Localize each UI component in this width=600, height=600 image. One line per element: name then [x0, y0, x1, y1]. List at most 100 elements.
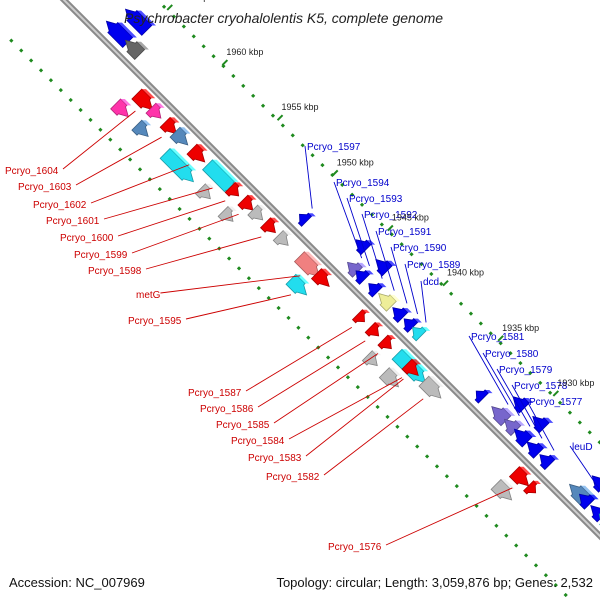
- scale-tick-mark: [221, 59, 229, 66]
- scale-dot-tracks: [9, 0, 600, 600]
- accession-text: Accession: NC_007969: [9, 575, 145, 590]
- scale-label: 1945 kbp: [392, 213, 429, 223]
- scale-label: 1960 kbp: [226, 47, 263, 57]
- reverse-gene-label: Pcryo_1590: [393, 243, 447, 254]
- forward-gene-arrow: [110, 98, 129, 118]
- reverse-label-leader: [333, 181, 363, 259]
- forward-gene-label: Pcryo_1598: [88, 266, 142, 277]
- gene-arrow-face: [550, 455, 559, 460]
- scale-tick-mark: [276, 114, 284, 121]
- forward-label-leader: [62, 110, 136, 170]
- scale-label: 1955 kbp: [282, 102, 319, 112]
- forward-label-leader: [245, 327, 353, 392]
- gene-arrow-face: [372, 350, 381, 356]
- reverse-gene-arrow: [503, 418, 522, 437]
- forward-gene-label: metG: [136, 290, 161, 301]
- reverse-gene-arrow: [578, 493, 595, 510]
- forward-gene-arrow: [351, 309, 367, 324]
- forward-label-leader: [103, 187, 213, 220]
- forward-label-leader: [90, 164, 190, 204]
- forward-gene-label: Pcryo_1599: [74, 250, 128, 261]
- gene-arrow-face: [543, 417, 554, 423]
- reverse-gene-arrow: [526, 441, 544, 459]
- gene-arrow-face: [519, 466, 532, 475]
- scale-tick-mark: [331, 169, 339, 177]
- forward-gene-arrow: [186, 143, 206, 163]
- reverse-gene-label: Pcryo_1581: [471, 332, 525, 343]
- forward-gene-label: Pcryo_1582: [266, 472, 320, 483]
- forward-gene-arrow: [272, 229, 289, 246]
- gene-arrow-face: [136, 10, 156, 26]
- gene-arrow-face: [170, 148, 197, 171]
- forward-label-leader: [185, 294, 292, 320]
- reverse-gene-label: Pcryo_1580: [485, 349, 539, 360]
- forward-label-leader: [160, 275, 301, 294]
- gene-arrow-face: [357, 262, 367, 268]
- reverse-gene-label: Pcryo_1592: [364, 210, 418, 221]
- forward-gene-arrow: [224, 181, 240, 197]
- reverse-label-leader: [511, 384, 543, 439]
- reverse-gene-label: Pcryo_1577: [529, 397, 583, 408]
- gene-arrow-face: [179, 127, 191, 134]
- reverse-gene-arrow: [297, 212, 313, 227]
- scale-tick-mark: [387, 224, 394, 232]
- gene-labels: Pcryo_1604Pcryo_1603Pcryo_1602Pcryo_1601…: [5, 142, 593, 553]
- gene-arrow-face: [525, 430, 537, 437]
- reverse-label-leader: [420, 280, 427, 323]
- gene-arrow-face: [387, 335, 396, 339]
- gene-arrow-face: [378, 283, 387, 288]
- gene-arrow-face: [321, 268, 332, 276]
- gene-arrow-face: [257, 205, 267, 210]
- gene-arrow-face: [196, 144, 208, 151]
- gene-arrow-face: [205, 183, 215, 189]
- reverse-label-leader: [482, 352, 520, 417]
- forward-label-leader: [323, 398, 424, 476]
- reverse-gene-arrow: [491, 406, 512, 427]
- gene-arrow-face: [428, 376, 444, 387]
- reverse-gene-arrow: [355, 269, 371, 285]
- forward-gene-arrow: [131, 88, 153, 111]
- gene-arrow-face: [362, 309, 370, 313]
- reverse-gene-arrow: [513, 428, 533, 448]
- label-leader-lines: [62, 110, 600, 546]
- forward-gene-arrow: [260, 217, 276, 234]
- inner-dot-track: [9, 38, 573, 600]
- gene-arrow-face: [375, 322, 384, 327]
- forward-gene-arrow: [401, 358, 419, 377]
- gene-arrow-face: [387, 260, 397, 266]
- scale-label: 1965 kbp: [171, 0, 208, 2]
- forward-gene-label: Pcryo_1587: [188, 388, 242, 399]
- reverse-label-leader: [304, 145, 313, 209]
- reverse-label-leader: [496, 368, 531, 427]
- reverse-label-leader: [526, 400, 555, 451]
- gene-features: [105, 8, 600, 526]
- forward-gene-label: Pcryo_1604: [5, 166, 59, 177]
- forward-gene-arrow: [237, 194, 254, 211]
- reverse-gene-label: Pcryo_1594: [336, 178, 390, 189]
- reverse-gene-label: Pcryo_1597: [307, 142, 361, 153]
- forward-gene-label: Pcryo_1602: [33, 200, 87, 211]
- gene-arrow-face: [589, 494, 599, 500]
- forward-gene-arrow: [293, 251, 320, 278]
- forward-label-leader: [385, 487, 513, 546]
- reverse-gene-arrow: [590, 505, 600, 523]
- gene-arrow-face: [283, 230, 292, 235]
- forward-gene-arrow: [247, 204, 264, 221]
- forward-gene-arrow: [418, 375, 442, 399]
- forward-gene-arrow: [131, 119, 149, 138]
- gene-arrow-face: [235, 182, 244, 187]
- forward-gene-label: Pcryo_1584: [231, 436, 285, 447]
- forward-gene-label: Pcryo_1595: [128, 316, 182, 327]
- reverse-gene-arrow: [539, 454, 556, 471]
- scale-tick-mark: [166, 4, 173, 11]
- reverse-label-leader: [346, 197, 370, 267]
- reverse-gene-label: dcd: [423, 277, 439, 288]
- scale-label: 1940 kbp: [447, 268, 484, 278]
- scale-tick-mark: [552, 390, 560, 397]
- forward-gene-arrow: [364, 321, 380, 337]
- reverse-gene-arrow: [378, 292, 397, 312]
- gene-arrow-face: [538, 443, 548, 449]
- forward-gene-label: Pcryo_1603: [18, 182, 72, 193]
